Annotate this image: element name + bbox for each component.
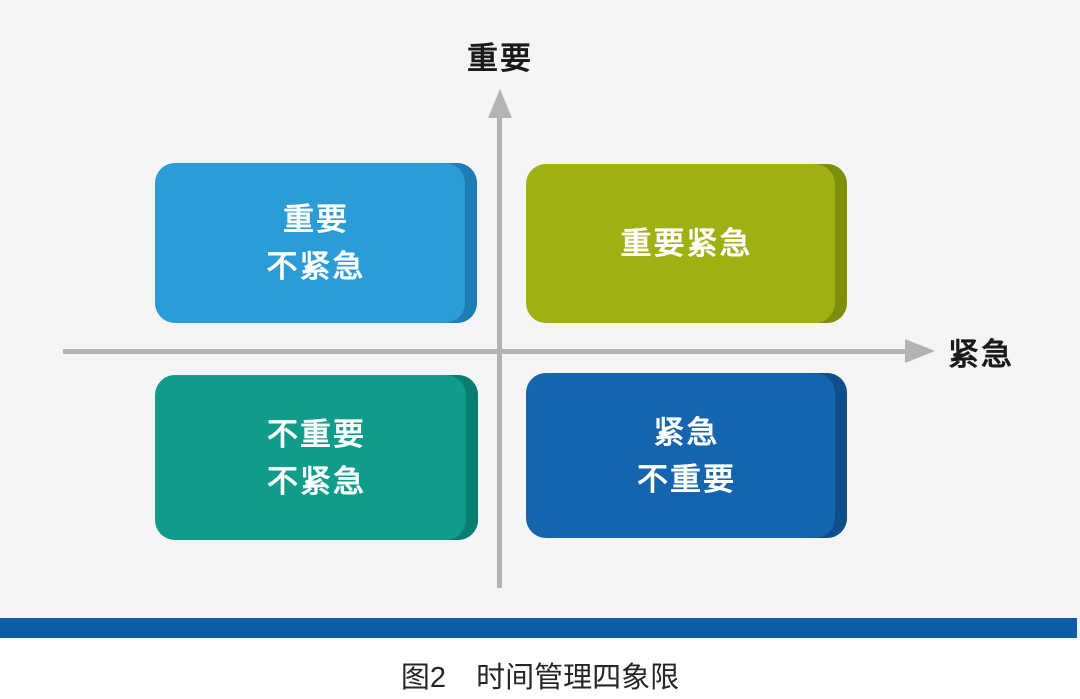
quadrant-label-line: 不紧急	[267, 463, 366, 499]
quadrant-label-line: 重要紧急	[620, 226, 753, 261]
quadrant-label-line: 重要	[283, 202, 349, 237]
x-axis-label: 紧急	[948, 337, 1014, 372]
figure-caption: 图2 时间管理四象限	[401, 642, 679, 696]
bottom-divider-bar	[0, 618, 1077, 638]
x-axis-line	[63, 349, 906, 354]
quadrant-label-line: 不重要	[637, 461, 736, 497]
quadrant-important-not-urgent: 重要 不紧急	[155, 163, 477, 323]
figure-title: 时间管理四象限	[476, 661, 680, 694]
quadrant-not-important-not-urgent: 不重要 不紧急	[155, 375, 478, 540]
x-axis-arrowhead-icon	[905, 339, 935, 363]
y-axis-label: 重要	[467, 41, 533, 76]
figure-number: 图2	[400, 661, 447, 694]
quadrant-label-line: 不紧急	[266, 249, 366, 284]
quadrant-label-line: 紧急	[653, 414, 720, 450]
caption-area: 图2 时间管理四象限	[0, 638, 1080, 699]
quadrant-important-urgent: 重要紧急	[526, 164, 847, 323]
quadrant-urgent-not-important: 紧急 不重要	[526, 373, 847, 538]
quadrant-label-line: 不重要	[267, 416, 366, 452]
